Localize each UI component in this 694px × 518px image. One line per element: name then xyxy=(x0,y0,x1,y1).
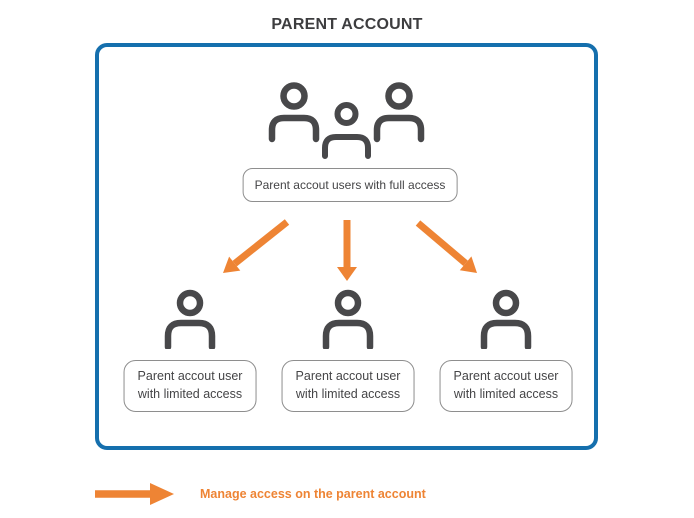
arrow-down-left-icon xyxy=(223,219,290,273)
full-access-label: Parent accout users with full access xyxy=(242,168,458,202)
limited-access-label-line1: Parent accout user xyxy=(453,369,559,383)
limited-access-label-line1: Parent accout user xyxy=(137,369,243,383)
group-users-icon xyxy=(268,82,425,159)
arrow-down-icon xyxy=(337,220,357,281)
user-icon xyxy=(322,289,374,349)
legend-label: Manage access on the parent account xyxy=(200,487,426,501)
arrow-down-right-icon xyxy=(415,220,477,273)
branch-arrows xyxy=(223,219,477,281)
limited-access-label: Parent accout user with limited access xyxy=(439,360,573,412)
user-icon xyxy=(480,289,532,349)
limited-access-label: Parent accout user with limited access xyxy=(281,360,415,412)
limited-access-label-line2: with limited access xyxy=(137,386,243,401)
limited-access-label-line2: with limited access xyxy=(453,386,559,401)
limited-access-label: Parent accout user with limited access xyxy=(123,360,257,412)
user-icon xyxy=(164,289,216,349)
arrow-right-icon xyxy=(95,483,174,505)
limited-access-label-line1: Parent accout user xyxy=(295,369,401,383)
page-title: PARENT ACCOUNT xyxy=(271,16,423,33)
limited-access-label-line2: with limited access xyxy=(295,386,401,401)
